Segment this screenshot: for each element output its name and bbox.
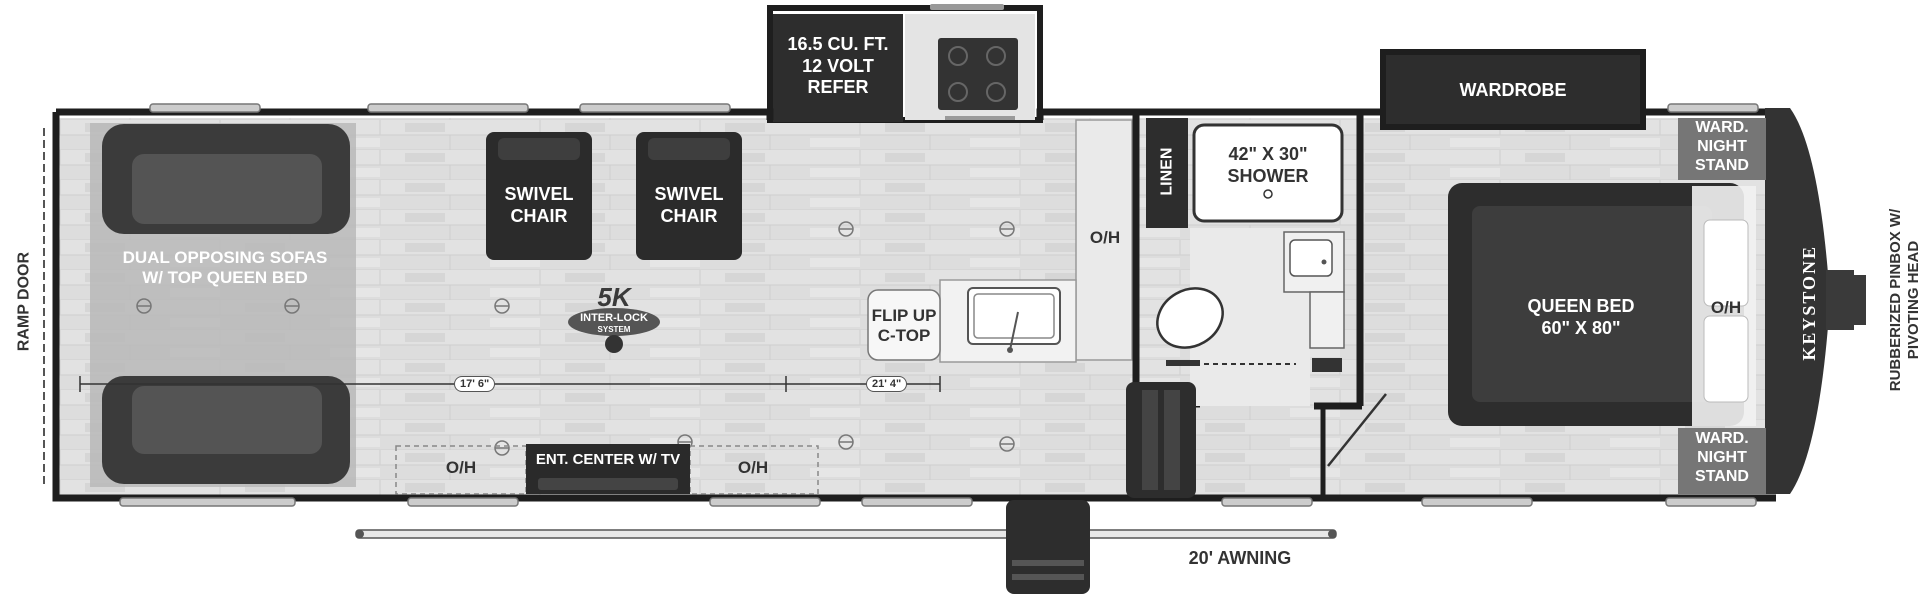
awning [355,529,1337,539]
entry-steps [1126,382,1196,498]
refer-label-line1: 16.5 CU. FT. [787,34,889,54]
ward-night-stand-bottom-line2: NIGHT [1697,449,1747,467]
flip-up-counter [867,289,941,361]
logo-interlock: INTER-LOCK SYSTEM [568,312,660,336]
ward-night-stand-bottom-label: WARD. NIGHT STAND [1678,429,1766,487]
outer-wall [52,108,1776,502]
kitchen-counter-right [1075,119,1133,361]
ward-night-stand-bottom-line3: STAND [1695,468,1749,486]
dimension-label-2: 21' 4" [866,376,908,392]
refer-label: 16.5 CU. FT. 12 VOLT REFER [776,34,900,99]
wardrobe-label: WARDROBE [1459,80,1567,100]
swivel-chair-1-label: SWIVEL CHAIR [486,184,592,227]
refer-label-line3: REFER [807,77,869,98]
ramp-door-label: RAMP DOOR [15,251,33,352]
oh-left-label: O/H [445,458,477,477]
oh-bedroom-label: O/H [1710,298,1742,317]
refrigerator [773,14,903,122]
brand-label: KEYSTONE [1799,244,1820,361]
awning-label: 20' AWNING [1188,548,1292,568]
flip-up-label-line2: C-TOP [877,326,931,346]
ward-night-stand-top-line2: NIGHT [1697,138,1747,156]
ceiling-fixtures [136,221,1015,456]
flip-up-label-line1: FLIP UP [871,306,937,325]
oh-right-label: O/H [737,458,769,477]
ward-night-stand-top-label: WARD. NIGHT STAND [1678,118,1766,176]
swivel-chair-2 [636,132,742,260]
sofas-label: DUAL OPPOSING SOFAS W/ TOP QUEEN BED [100,248,350,289]
ward-night-stand-top-line1: WARD. [1695,119,1749,136]
shower [1192,123,1344,223]
interlock-logo [568,308,660,353]
dimension-line [79,376,941,392]
swivel-chair-2-line2: CHAIR [660,205,718,226]
front-cap [1765,108,1830,494]
logo-5k: 5K [568,282,660,313]
logo-interlock-bottom: SYSTEM [597,325,631,334]
pinbox-label-line2: PIVOTING HEAD [1905,240,1920,360]
swivel-chair-1-line1: SWIVEL [504,184,574,204]
oh-kitchen-label: O/H [1089,228,1121,247]
sofas-label-line2: W/ TOP QUEEN BED [142,268,308,288]
wardrobe-slideout [1380,49,1646,130]
queen-bed-label-line2: 60" X 80" [1541,317,1621,338]
swivel-chair-2-label: SWIVEL CHAIR [636,184,742,227]
pinbox-label: RUBBERIZED PINBOX W/ PIVOTING HEAD [1887,201,1920,399]
queen-bed-label: QUEEN BED 60" X 80" [1476,296,1686,339]
shower-label-line1: 42" X 30" [1228,144,1308,164]
swivel-chair-1-line2: CHAIR [510,205,568,226]
ward-night-stand-top-line3: STAND [1695,157,1749,175]
logo-5k-top: 5K [597,282,631,312]
ward-night-stand-bottom [1678,428,1766,494]
ent-center-label: ENT. CENTER W/ TV [535,451,681,468]
swivel-chair-2-line1: SWIVEL [654,184,724,204]
windows-bottom [119,497,1757,507]
patio-steps [1006,500,1090,594]
swivel-chair-1 [486,132,592,260]
stove-top [938,38,1018,110]
pinbox [1826,270,1854,330]
logo-interlock-middle: INTER-LOCK [580,312,648,324]
queen-bed-label-line1: QUEEN BED [1527,296,1635,316]
refer-label-line2: 12 VOLT [802,55,874,76]
pinbox-label-line1: RUBBERIZED PINBOX W/ [1887,208,1904,392]
ward-night-stand-bottom-line1: WARD. [1695,430,1749,447]
shower-label: 42" X 30" SHOWER [1194,144,1342,187]
shower-label-line2: SHOWER [1227,165,1309,186]
sofas-label-line1: DUAL OPPOSING SOFAS [122,248,328,267]
flip-up-label: FLIP UP C-TOP [866,306,942,347]
linen-label: LINEN [1158,147,1176,196]
sink [967,287,1061,345]
ward-night-stand-top [1678,118,1766,180]
dimension-label-1: 17' 6" [454,376,496,392]
windows-top [149,103,1759,113]
linen-closet [1146,118,1188,228]
toilet [1156,287,1224,349]
